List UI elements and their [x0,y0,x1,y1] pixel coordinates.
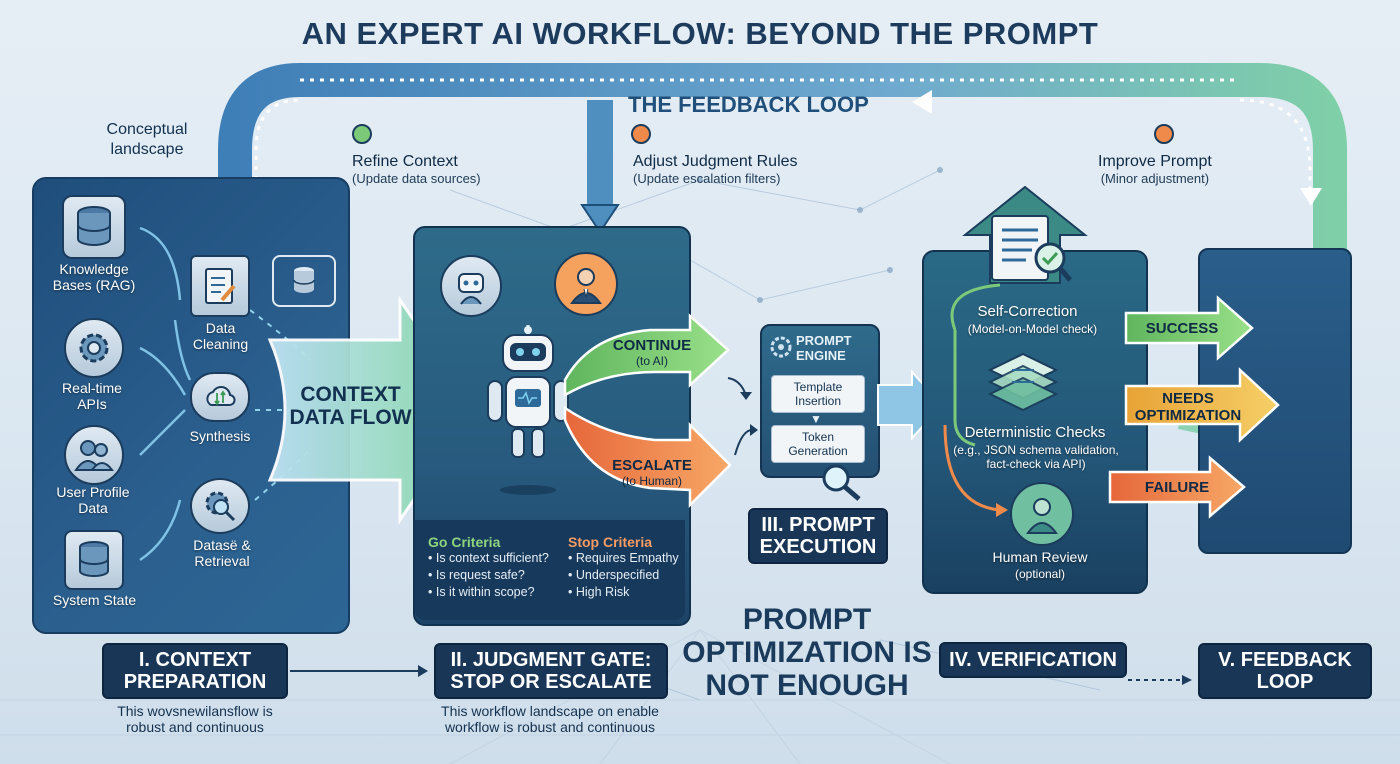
escalate-label: ESCALATE [612,457,692,474]
loop-node-improve [1154,124,1174,144]
go-criteria-item: • Is request safe? [428,568,525,582]
stage-context-preparation: I. CONTEXT PREPARATION [102,643,288,699]
note-sub: (Update data sources) [352,171,481,186]
engine-down-arrow: ▼ [810,412,822,426]
source-user-profile: User Profile Data [56,484,130,516]
escalate-sub: (to Human) [621,474,683,488]
checklist-icon [190,255,250,317]
deterministic-checks-sub: (e.g., JSON schema validation, fact-chec… [953,443,1119,471]
source-real-time-apis: Real-time APIs [62,380,122,412]
cloud-sync-icon [190,372,250,422]
gear-icon [64,318,124,378]
token-generation-box: Token Generation [771,425,865,463]
magnifier-icon [816,462,866,507]
feedback-loop-title: THE FEEDBACK LOOP [628,92,869,117]
criteria-box [415,520,685,620]
document-check-icon [984,212,1074,293]
self-correction-sub: (Model-on-Model check) [967,322,1098,336]
prompt-optimization-message: PROMPT OPTIMIZATION IS NOT ENOUGH [682,603,932,702]
stage-2-caption: This workflow landscape on enable workfl… [441,703,659,735]
stage-1-caption: This wovsnewilansflow is robust and cont… [117,703,273,735]
person-avatar-icon [554,252,618,316]
page-title: AN EXPERT AI WORKFLOW: BEYOND THE PROMPT [301,16,1099,51]
stop-item-text: High Risk [575,585,630,599]
outcome-success: SUCCESS [1145,320,1219,337]
outcome-needs-optimization: NEEDS OPTIMIZATION [1134,390,1242,424]
human-review-sub: (optional) [1014,567,1066,581]
note-refine-context: Refine Context (Update data sources) [352,153,481,186]
go-criteria: Go Criteria • Is context sufficient? • I… [428,534,568,601]
note-sub: (Update escalation filters) [633,171,781,186]
go-item-text: Is it within scope? [435,585,535,599]
engine-gear-icon [768,334,794,365]
source-knowledge-bases: Knowledge Bases (RAG) [52,261,136,293]
prompt-engine-title: PROMPT ENGINE [796,333,852,363]
database-small-icon [272,255,336,307]
server-icon [64,530,124,590]
stage-judgment-gate: II. JUDGMENT GATE: STOP OR ESCALATE [434,643,668,699]
stop-item-text: Requires Empathy [575,551,679,565]
go-item-text: Is context sufficient? [435,551,549,565]
human-review-icon [1010,482,1074,546]
stop-criteria-item: • Underspecified [568,568,660,582]
layered-checks-icon [987,352,1059,417]
step-data-retrieval: Datasё & Retrieval [193,537,251,569]
go-criteria-title: Go Criteria [428,534,501,550]
stop-criteria-title: Stop Criteria [568,534,653,550]
step-data-cleaning: Data Cleaning [192,320,249,352]
loop-node-refine [352,124,372,144]
outcome-failure: FAILURE [1144,479,1210,496]
go-criteria-item: • Is it within scope? [428,585,535,599]
template-insertion-box: Template Insertion [771,375,865,413]
stop-criteria: Stop Criteria • Requires Empathy • Under… [568,534,683,601]
robot-icon [487,325,569,495]
continue-sub: (to AI) [635,354,668,368]
note-sub: (Minor adjustment) [1100,171,1210,186]
note-title: Improve Prompt [1098,153,1212,170]
human-review-title: Human Review [992,549,1088,565]
loop-node-adjust [631,124,651,144]
self-correction-title: Self-Correction [977,303,1078,320]
stop-criteria-item: • Requires Empathy [568,551,679,565]
go-item-text: Is request safe? [435,568,525,582]
search-gear-icon [190,478,250,534]
stage-feedback-loop: V. FEEDBACK LOOP [1198,643,1372,699]
context-data-flow-label: CONTEXT DATA FLOW [289,383,412,429]
database-icon [62,195,126,259]
continue-label: CONTINUE [612,337,692,354]
note-adjust-judgment: Adjust Judgment Rules (Update escalation… [633,153,798,186]
go-criteria-item: • Is context sufficient? [428,551,549,565]
note-title: Refine Context [352,153,458,170]
note-title: Adjust Judgment Rules [633,153,798,170]
robot-avatar-icon [440,255,502,317]
users-icon [64,425,124,485]
stop-item-text: Underspecified [575,568,660,582]
step-synthesis: Synthesis [189,428,251,444]
deterministic-checks-title: Deterministic Checks [964,424,1106,441]
conceptual-landscape-label: Conceptual landscape [106,121,188,158]
note-improve-prompt: Improve Prompt (Minor adjustment) [1098,153,1212,186]
stage-prompt-execution: III. PROMPT EXECUTION [748,508,888,564]
source-system-state: System State [52,592,137,608]
stop-criteria-item: • High Risk [568,585,630,599]
stage-verification: IV. VERIFICATION [939,642,1127,678]
